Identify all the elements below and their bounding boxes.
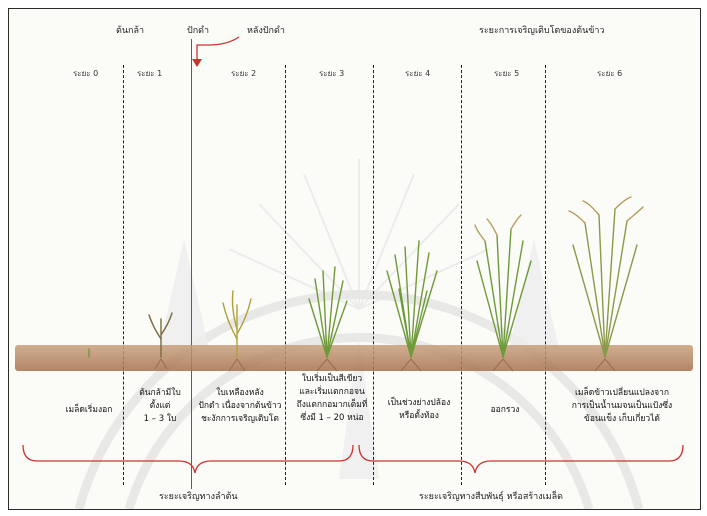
phase-braces	[9, 9, 700, 509]
reproductive-phase-label: ระยะเจริญทางสืบพันธุ์ หรือสร้างเมล็ด	[419, 489, 563, 503]
vegetative-phase-label: ระยะเจริญทางลำต้น	[159, 489, 238, 503]
diagram-frame: ต้นกล้า ปักดำ หลังปักดำ ระยะการเจริญเติบ…	[8, 8, 701, 510]
